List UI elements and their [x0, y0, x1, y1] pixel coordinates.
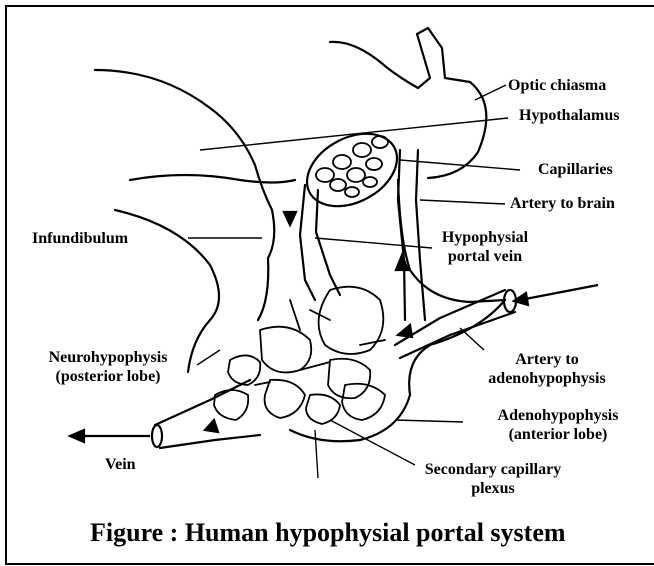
secondary-plexus-network	[214, 287, 385, 424]
label-adenohypophysis-line1: Adenohypophysis	[468, 406, 648, 425]
leader-neurohypophysis	[197, 350, 220, 365]
label-portal-vein-line1: Hypophysial	[430, 228, 540, 247]
label-hypothalamus: Hypothalamus	[519, 106, 619, 125]
brain-upper-outline	[330, 42, 418, 88]
optic-nerve-inner	[417, 34, 430, 88]
flow-arrow-3	[205, 420, 218, 432]
vein-end	[152, 425, 162, 447]
label-portal-vein: Hypophysial portal vein	[430, 228, 540, 266]
label-capillaries: Capillaries	[538, 160, 613, 179]
artery-brain-left	[398, 150, 405, 320]
brain-left-ridge	[130, 175, 295, 183]
label-artery-to-adeno: Artery to adenohypophysis	[472, 350, 622, 388]
vein-outline-bottom	[160, 435, 260, 448]
leader-artery-adeno	[460, 328, 484, 350]
leader-adenohypophysis	[395, 420, 463, 422]
artery-arrow-line	[520, 285, 598, 300]
vein-arrow-head	[70, 430, 84, 442]
label-neurohypophysis: Neurohypophysis (posterior lobe)	[18, 348, 198, 386]
label-vein: Vein	[105, 455, 136, 474]
artery-brain-right	[416, 150, 425, 320]
label-optic-chiasma: Optic chiasma	[508, 76, 606, 95]
leader-hypothalamus	[200, 118, 508, 150]
stalk-left	[258, 258, 268, 320]
label-neurohypophysis-line2: (posterior lobe)	[18, 367, 198, 386]
label-artery-adeno-line2: adenohypophysis	[472, 369, 622, 388]
figure-caption: Figure : Human hypophysial portal system	[90, 518, 566, 548]
label-adenohypophysis: Adenohypophysis (anterior lobe)	[468, 406, 648, 444]
label-portal-vein-line2: portal vein	[430, 247, 540, 266]
label-infundibulum: Infundibulum	[32, 229, 128, 248]
leader-secondary	[330, 420, 415, 465]
vein-outline-top	[155, 380, 250, 425]
leader-portal-vein	[315, 238, 432, 248]
label-secondary-plexus: Secondary capillary plexus	[408, 460, 578, 498]
leader-artery-brain	[420, 200, 505, 204]
capillary-loops	[316, 136, 388, 197]
label-secondary-line1: Secondary capillary	[408, 460, 578, 479]
flow-arrow-1	[398, 325, 412, 337]
label-neurohypophysis-line1: Neurohypophysis	[18, 348, 198, 367]
portal-vessel-left	[300, 185, 315, 300]
label-adenohypophysis-line2: (anterior lobe)	[468, 425, 648, 444]
optic-nerve-outline	[417, 28, 486, 178]
label-artery-to-brain: Artery to brain	[510, 194, 615, 213]
leader-secondary-2	[315, 430, 318, 478]
flow-arrow-2	[284, 212, 296, 225]
label-artery-adeno-line1: Artery to	[472, 350, 622, 369]
label-secondary-line2: plexus	[408, 479, 578, 498]
